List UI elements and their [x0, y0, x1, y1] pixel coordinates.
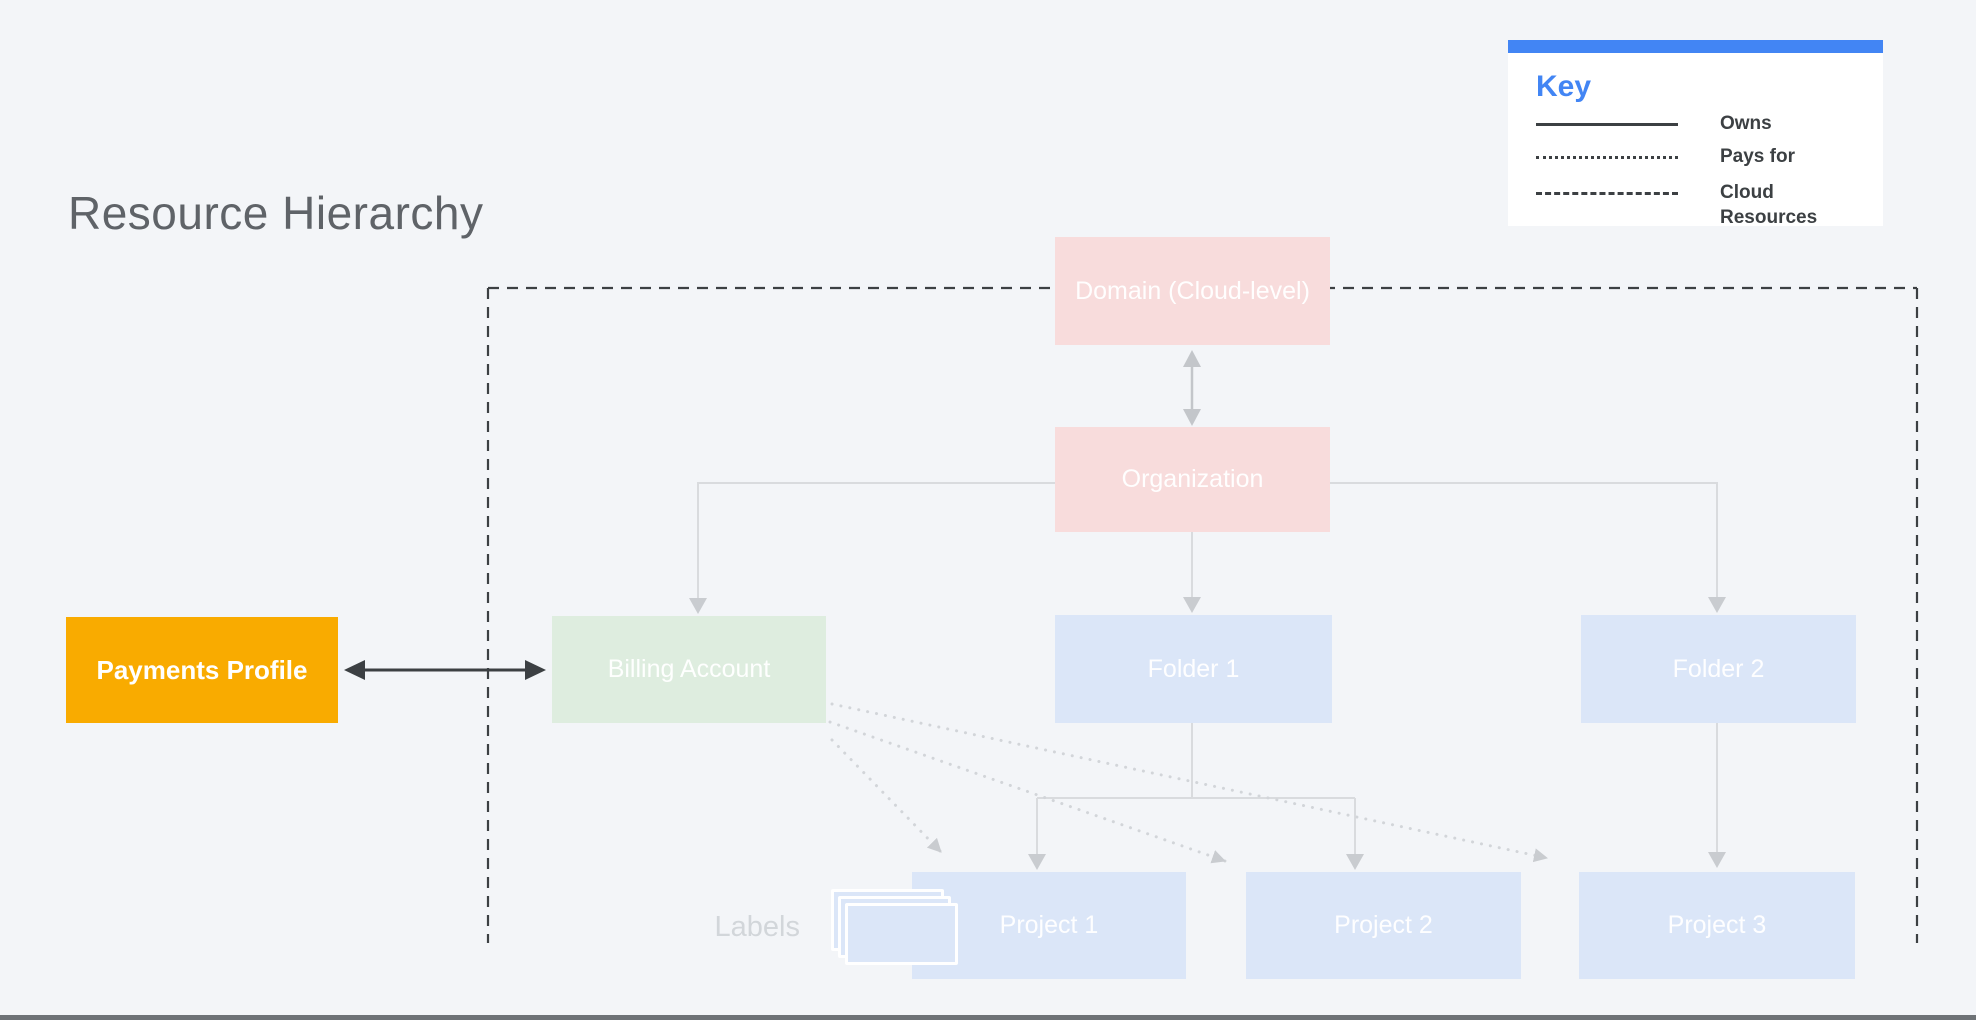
labels-card-front [845, 903, 958, 965]
node-folder-2-label: Folder 2 [1672, 654, 1765, 683]
node-project-1-label: Project 1 [999, 911, 1099, 939]
page-title: Resource Hierarchy [68, 187, 484, 239]
node-folder-1: Folder 1 [1055, 615, 1332, 723]
node-domain-label: Domain (Cloud-level) [1075, 276, 1310, 305]
node-payments-profile-label: Payments Profile [96, 654, 308, 685]
node-project-3-label: Project 3 [1667, 911, 1767, 939]
tree-connectors [697, 482, 1718, 856]
payments-billing-arrow [344, 660, 546, 680]
key-panel: Key Owns Pays for Cloud Resources [1508, 40, 1883, 228]
node-organization: Organization [1055, 427, 1330, 532]
labels-caption: Labels [714, 911, 800, 943]
node-project-3: Project 3 [1579, 872, 1855, 979]
key-accent-bar [1508, 40, 1883, 53]
legend-dotted-line-icon [1536, 156, 1678, 159]
key-heading: Key [1536, 70, 1592, 103]
node-billing-account-label: Billing Account [607, 655, 771, 683]
cloud-resources-boundary-dashed [486, 286, 1919, 943]
legend-dashed-line-icon [1536, 192, 1678, 195]
legend-label-owns: Owns [1720, 113, 1772, 134]
domain-organization-arrow [1183, 350, 1201, 426]
node-project-2-label: Project 2 [1334, 911, 1433, 939]
node-folder-1-label: Folder 1 [1147, 654, 1240, 683]
node-domain: Domain (Cloud-level) [1055, 237, 1330, 345]
legend-label-pays-for: Pays for [1720, 146, 1795, 167]
bottom-edge-strip [0, 1015, 1976, 1020]
node-payments-profile: Payments Profile [66, 617, 338, 723]
node-billing-account: Billing Account [552, 616, 826, 723]
tree-arrowheads [689, 597, 1726, 870]
node-folder-2: Folder 2 [1581, 615, 1856, 723]
legend-solid-line-icon [1536, 123, 1678, 126]
pays-for-dotted-rays [828, 702, 1549, 864]
node-project-2: Project 2 [1246, 872, 1521, 979]
legend-label-cloud-resources: Cloud Resources [1720, 182, 1818, 228]
node-organization-label: Organization [1121, 465, 1264, 493]
